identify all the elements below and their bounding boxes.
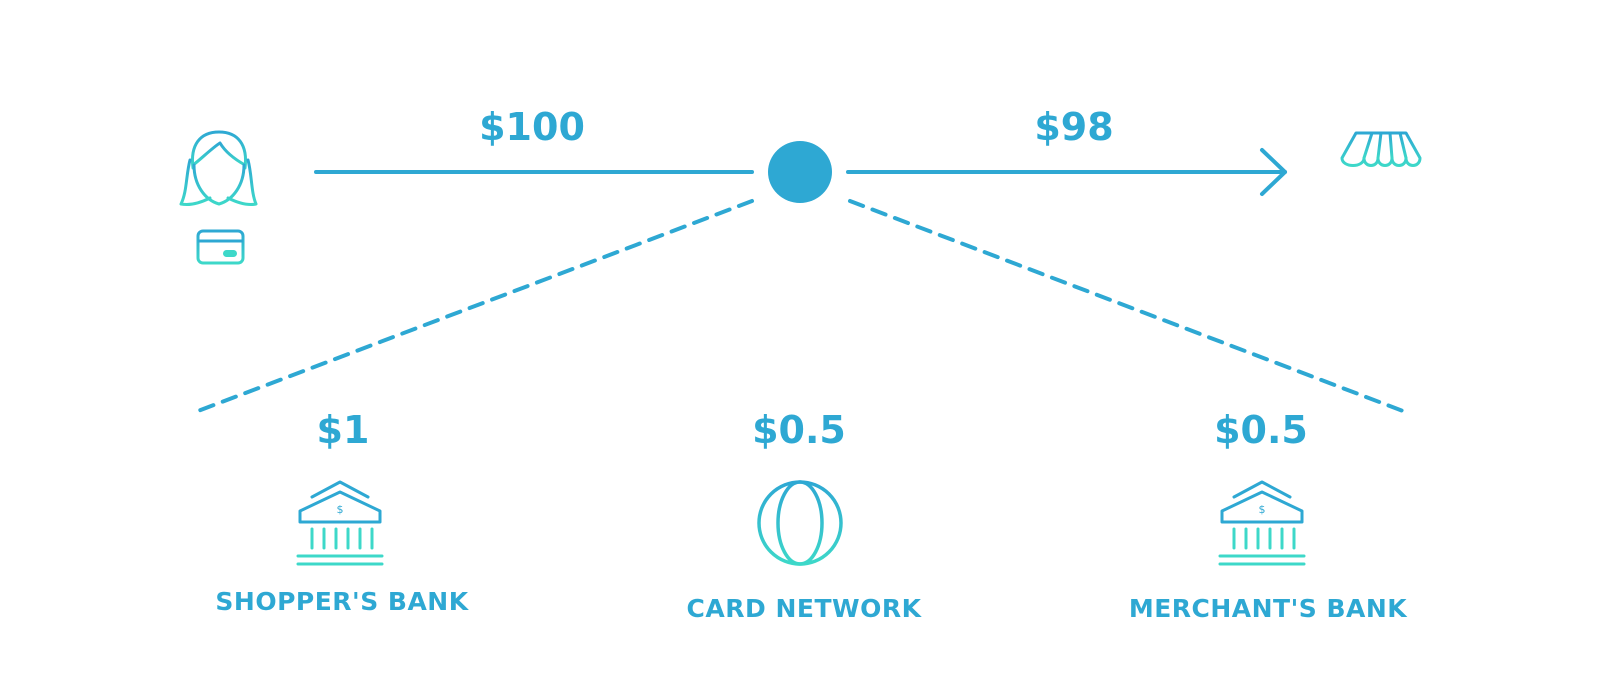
svg-text:$: $ [1259,503,1266,516]
credit-card-icon [196,229,245,265]
dashed-line-shopper-bank [196,199,754,413]
circle-node [768,141,832,203]
card-network-fee: $0.5 [752,408,846,452]
card-network-label: CARD NETWORK [686,594,922,623]
globe-icon [757,480,843,566]
shopper-payment-amount: $100 [479,105,585,149]
woman-icon [179,130,258,206]
svg-text:$: $ [337,503,344,516]
storefront-icon [1340,131,1422,210]
dashed-line-merchant-bank [848,199,1405,413]
shopper-bank-label: SHOPPER'S BANK [215,587,469,616]
bank-icon: $ [296,480,384,566]
shopper-bank-fee: $1 [316,408,370,452]
merchant-payout-amount: $98 [1034,105,1114,149]
bank-icon: $ [1218,480,1306,566]
arrow-head-icon [1260,148,1287,196]
merchant-bank-fee: $0.5 [1214,408,1308,452]
merchant-bank-label: MERCHANT'S BANK [1128,594,1408,623]
